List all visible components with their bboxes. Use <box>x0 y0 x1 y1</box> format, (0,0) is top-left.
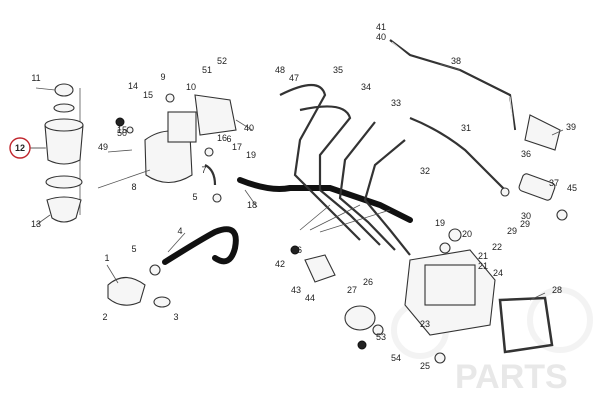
callout-label-1: 1 <box>104 253 109 263</box>
callout-label-24: 24 <box>493 268 503 278</box>
callout-label-11: 11 <box>31 73 40 83</box>
watermark-text: PARTS <box>455 358 568 396</box>
callout-label-21b: 21 <box>478 261 488 271</box>
callout-label-9: 9 <box>160 72 165 82</box>
callout-label-43: 43 <box>291 285 301 295</box>
fuel-hose-18 <box>237 177 413 223</box>
callout-label-48: 48 <box>275 65 285 75</box>
callout-label-3: 3 <box>173 312 178 322</box>
callout-label-51: 51 <box>202 65 212 75</box>
callout-label-22: 22 <box>492 242 502 252</box>
callout-label-29b: 29 <box>520 219 530 229</box>
highlight-ring-12 <box>9 137 31 159</box>
callout-label-37: 37 <box>549 178 559 188</box>
callout-label-53: 53 <box>376 332 386 342</box>
callout-label-40a: 40 <box>244 123 254 133</box>
callout-label-29a: 29 <box>507 226 517 236</box>
callout-label-25: 25 <box>420 361 430 371</box>
callout-label-10: 10 <box>186 82 196 92</box>
callout-label-17: 17 <box>232 142 242 152</box>
callout-label-13: 13 <box>31 219 41 229</box>
callout-label-27: 27 <box>347 285 357 295</box>
callout-label-2: 2 <box>102 312 107 322</box>
callout-label-28: 28 <box>552 285 562 295</box>
filter-bowl-assembly <box>30 83 84 223</box>
leader-lines <box>20 63 564 301</box>
callout-label-30: 30 <box>521 211 531 221</box>
callout-label-6: 6 <box>226 134 231 144</box>
callout-label-49: 49 <box>98 142 108 152</box>
callout-label-8: 8 <box>131 182 136 192</box>
fuel-hose-4 <box>162 226 239 265</box>
callout-label-41: 41 <box>376 22 386 32</box>
callout-label-50: 50 <box>117 128 127 138</box>
seal-part <box>53 103 75 113</box>
callout-label-5a: 5 <box>131 244 136 254</box>
callout-label-18: 18 <box>247 200 257 210</box>
callout-label-46: 46 <box>292 245 302 255</box>
callout-label-19a: 19 <box>246 150 256 160</box>
callout-label-12: 12 <box>15 143 25 153</box>
callout-label-42: 42 <box>275 259 285 269</box>
lift-pump-assembly <box>106 264 171 308</box>
callout-label-21a: 21 <box>478 251 488 261</box>
callout-label-31: 31 <box>461 123 471 133</box>
callout-label-4: 4 <box>177 226 182 236</box>
callout-label-52: 52 <box>217 56 227 66</box>
bowl-part <box>46 196 82 223</box>
callout-label-5b: 5 <box>192 192 197 202</box>
callout-label-14: 14 <box>128 81 138 91</box>
callout-label-33: 33 <box>391 98 401 108</box>
callout-label-34: 34 <box>361 82 371 92</box>
injector-assembly <box>500 114 568 221</box>
callout-label-35: 35 <box>333 65 343 75</box>
callout-label-19b: 19 <box>435 218 445 228</box>
callout-label-47: 47 <box>289 73 299 83</box>
injector-pipes <box>279 39 517 256</box>
bracket-part <box>194 94 237 136</box>
filter-head-assembly <box>97 93 237 203</box>
seal-ring-part <box>45 175 83 189</box>
callout-label-36: 36 <box>521 149 531 159</box>
gasket-part <box>498 296 554 354</box>
callout-label-39: 39 <box>566 122 576 132</box>
callout-label-15a: 15 <box>143 90 153 100</box>
callout-label-54: 54 <box>391 353 401 363</box>
callout-label-15b: 15 <box>117 125 127 135</box>
callout-label-16: 16 <box>217 133 227 143</box>
callout-label-40b: 40 <box>376 32 386 42</box>
cap-part <box>54 83 74 97</box>
callout-label-23: 23 <box>420 319 430 329</box>
callout-label-26: 26 <box>363 277 373 287</box>
injection-pump-assembly <box>290 228 554 364</box>
callout-label-38: 38 <box>451 56 461 66</box>
callout-label-45: 45 <box>567 183 577 193</box>
callout-label-7: 7 <box>201 165 206 175</box>
callout-label-20: 20 <box>462 229 472 239</box>
callout-label-32: 32 <box>420 166 430 176</box>
callout-label-44: 44 <box>305 293 315 303</box>
